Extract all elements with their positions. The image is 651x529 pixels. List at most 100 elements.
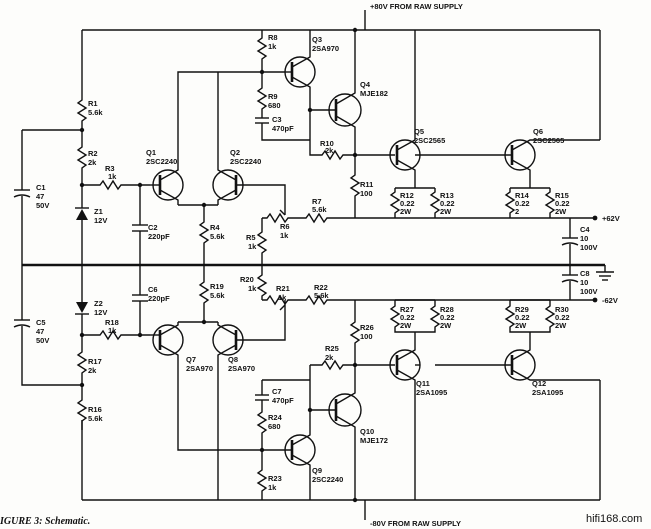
r15-resistor xyxy=(544,188,556,218)
r17-value: 2k xyxy=(88,366,97,375)
r24-value: 680 xyxy=(268,422,281,431)
r3-resistor xyxy=(82,179,150,191)
r7-name: R7 xyxy=(312,197,322,206)
z1-zener xyxy=(75,185,89,265)
r27-resistor xyxy=(389,300,415,333)
q9-name: Q9 xyxy=(312,466,322,475)
c8-value: 10 xyxy=(580,278,588,287)
r7-value: 5.6k xyxy=(312,205,327,214)
r2-resistor xyxy=(76,130,88,185)
r19-name: R19 xyxy=(210,282,224,291)
r21-value: 1k xyxy=(278,293,287,302)
r27-rating: 2W xyxy=(400,321,412,330)
r4-name: R4 xyxy=(210,223,220,232)
z1-name: Z1 xyxy=(94,207,103,216)
r23-value: 1k xyxy=(268,483,277,492)
r27-name: R27 xyxy=(400,305,414,314)
c6-value: 220pF xyxy=(148,294,170,303)
z1-value: 12V xyxy=(94,216,107,225)
q8-name: Q8 xyxy=(228,355,238,364)
r19-value: 5.6k xyxy=(210,291,225,300)
q12-part: 2SA1095 xyxy=(532,388,563,397)
q3-transistor xyxy=(284,30,316,140)
r10-resistor xyxy=(309,140,355,161)
q10-part: MJE172 xyxy=(360,436,388,445)
c3-capacitor xyxy=(255,117,310,141)
r25-value: 2k xyxy=(325,353,334,362)
q1-part: 2SC2240 xyxy=(146,157,177,166)
c1-value: 47 xyxy=(36,192,44,201)
c2-capacitor xyxy=(132,185,148,265)
r28-value: 0.22 xyxy=(440,313,455,322)
r15-value: 0.22 xyxy=(555,199,570,208)
r19-resistor xyxy=(198,265,210,322)
q12-transistor xyxy=(415,332,600,381)
q11-name: Q11 xyxy=(416,379,430,388)
r6-value: 1k xyxy=(280,231,289,240)
r4-resistor xyxy=(198,205,210,265)
q10-transistor xyxy=(310,365,362,500)
q1-transistor xyxy=(150,160,184,205)
r14-resistor xyxy=(504,188,516,218)
r21-trimmer xyxy=(262,294,290,311)
q10-name: Q10 xyxy=(360,427,374,436)
c7-name: C7 xyxy=(272,387,282,396)
c1-name: C1 xyxy=(36,183,46,192)
figure-caption: IGURE 3: Schematic. xyxy=(0,516,90,527)
c6-name: C6 xyxy=(148,285,158,294)
r16-name: R16 xyxy=(88,405,102,414)
q11-transistor xyxy=(389,332,421,500)
c5-rating: 50V xyxy=(36,336,49,345)
r6-trimmer xyxy=(262,209,290,224)
c1-rating: 50V xyxy=(36,201,49,210)
r12-rating: 2W xyxy=(400,207,412,216)
r18-name: R18 xyxy=(105,318,119,327)
r29-name: R29 xyxy=(515,305,529,314)
r7-resistor xyxy=(290,212,355,224)
r28-rating: 2W xyxy=(440,321,452,330)
r11-resistor xyxy=(349,155,361,218)
c6-capacitor xyxy=(132,265,148,335)
q7-transistor xyxy=(150,322,262,451)
r21-name: R21 xyxy=(276,284,290,293)
r26-name: R26 xyxy=(360,323,374,332)
r15-rating: 2W xyxy=(555,207,567,216)
c2-value: 220pF xyxy=(148,232,170,241)
r26-resistor xyxy=(349,300,361,365)
r9-value: 680 xyxy=(268,101,281,110)
r15-name: R15 xyxy=(555,191,569,200)
q3-part: 2SA970 xyxy=(312,44,339,53)
r12-resistor xyxy=(389,188,401,218)
r17-name: R17 xyxy=(88,357,102,366)
r22-resistor xyxy=(290,294,355,306)
c5-capacitor xyxy=(13,319,82,386)
q4-part: MJE182 xyxy=(360,89,388,98)
c4-rating: 100V xyxy=(580,243,598,252)
bottom-supply-label: -80V FROM RAW SUPPLY xyxy=(370,519,461,528)
z2-value: 12V xyxy=(94,308,107,317)
top-supply-label: +80V FROM RAW SUPPLY xyxy=(370,2,463,11)
r18-value: 1k xyxy=(108,326,117,335)
r13-name: R13 xyxy=(440,191,454,200)
r29-value: 0.22 xyxy=(515,313,530,322)
r1-resistor xyxy=(76,98,88,130)
watermark: hifi168.com xyxy=(586,513,642,525)
r18-resistor xyxy=(82,329,150,341)
c8-rating: 100V xyxy=(580,287,598,296)
r29-rating: 2W xyxy=(515,321,527,330)
r24-name: R24 xyxy=(268,413,283,422)
r8-resistor xyxy=(256,30,268,72)
r13-value: 0.22 xyxy=(440,199,455,208)
r22-name: R22 xyxy=(314,283,328,292)
r5-value: 1k xyxy=(248,242,257,251)
c3-value: 470pF xyxy=(272,124,294,133)
r1-value: 5.6k xyxy=(88,108,103,117)
r14-name: R14 xyxy=(515,191,530,200)
r11-value: 100 xyxy=(360,189,373,198)
r4-value: 5.6k xyxy=(210,232,225,241)
r5-name: R5 xyxy=(246,233,256,242)
r16-value: 5.6k xyxy=(88,414,103,423)
ground-bus xyxy=(22,263,614,281)
r23-name: R23 xyxy=(268,474,282,483)
output-neg-label: -62V xyxy=(602,296,618,305)
